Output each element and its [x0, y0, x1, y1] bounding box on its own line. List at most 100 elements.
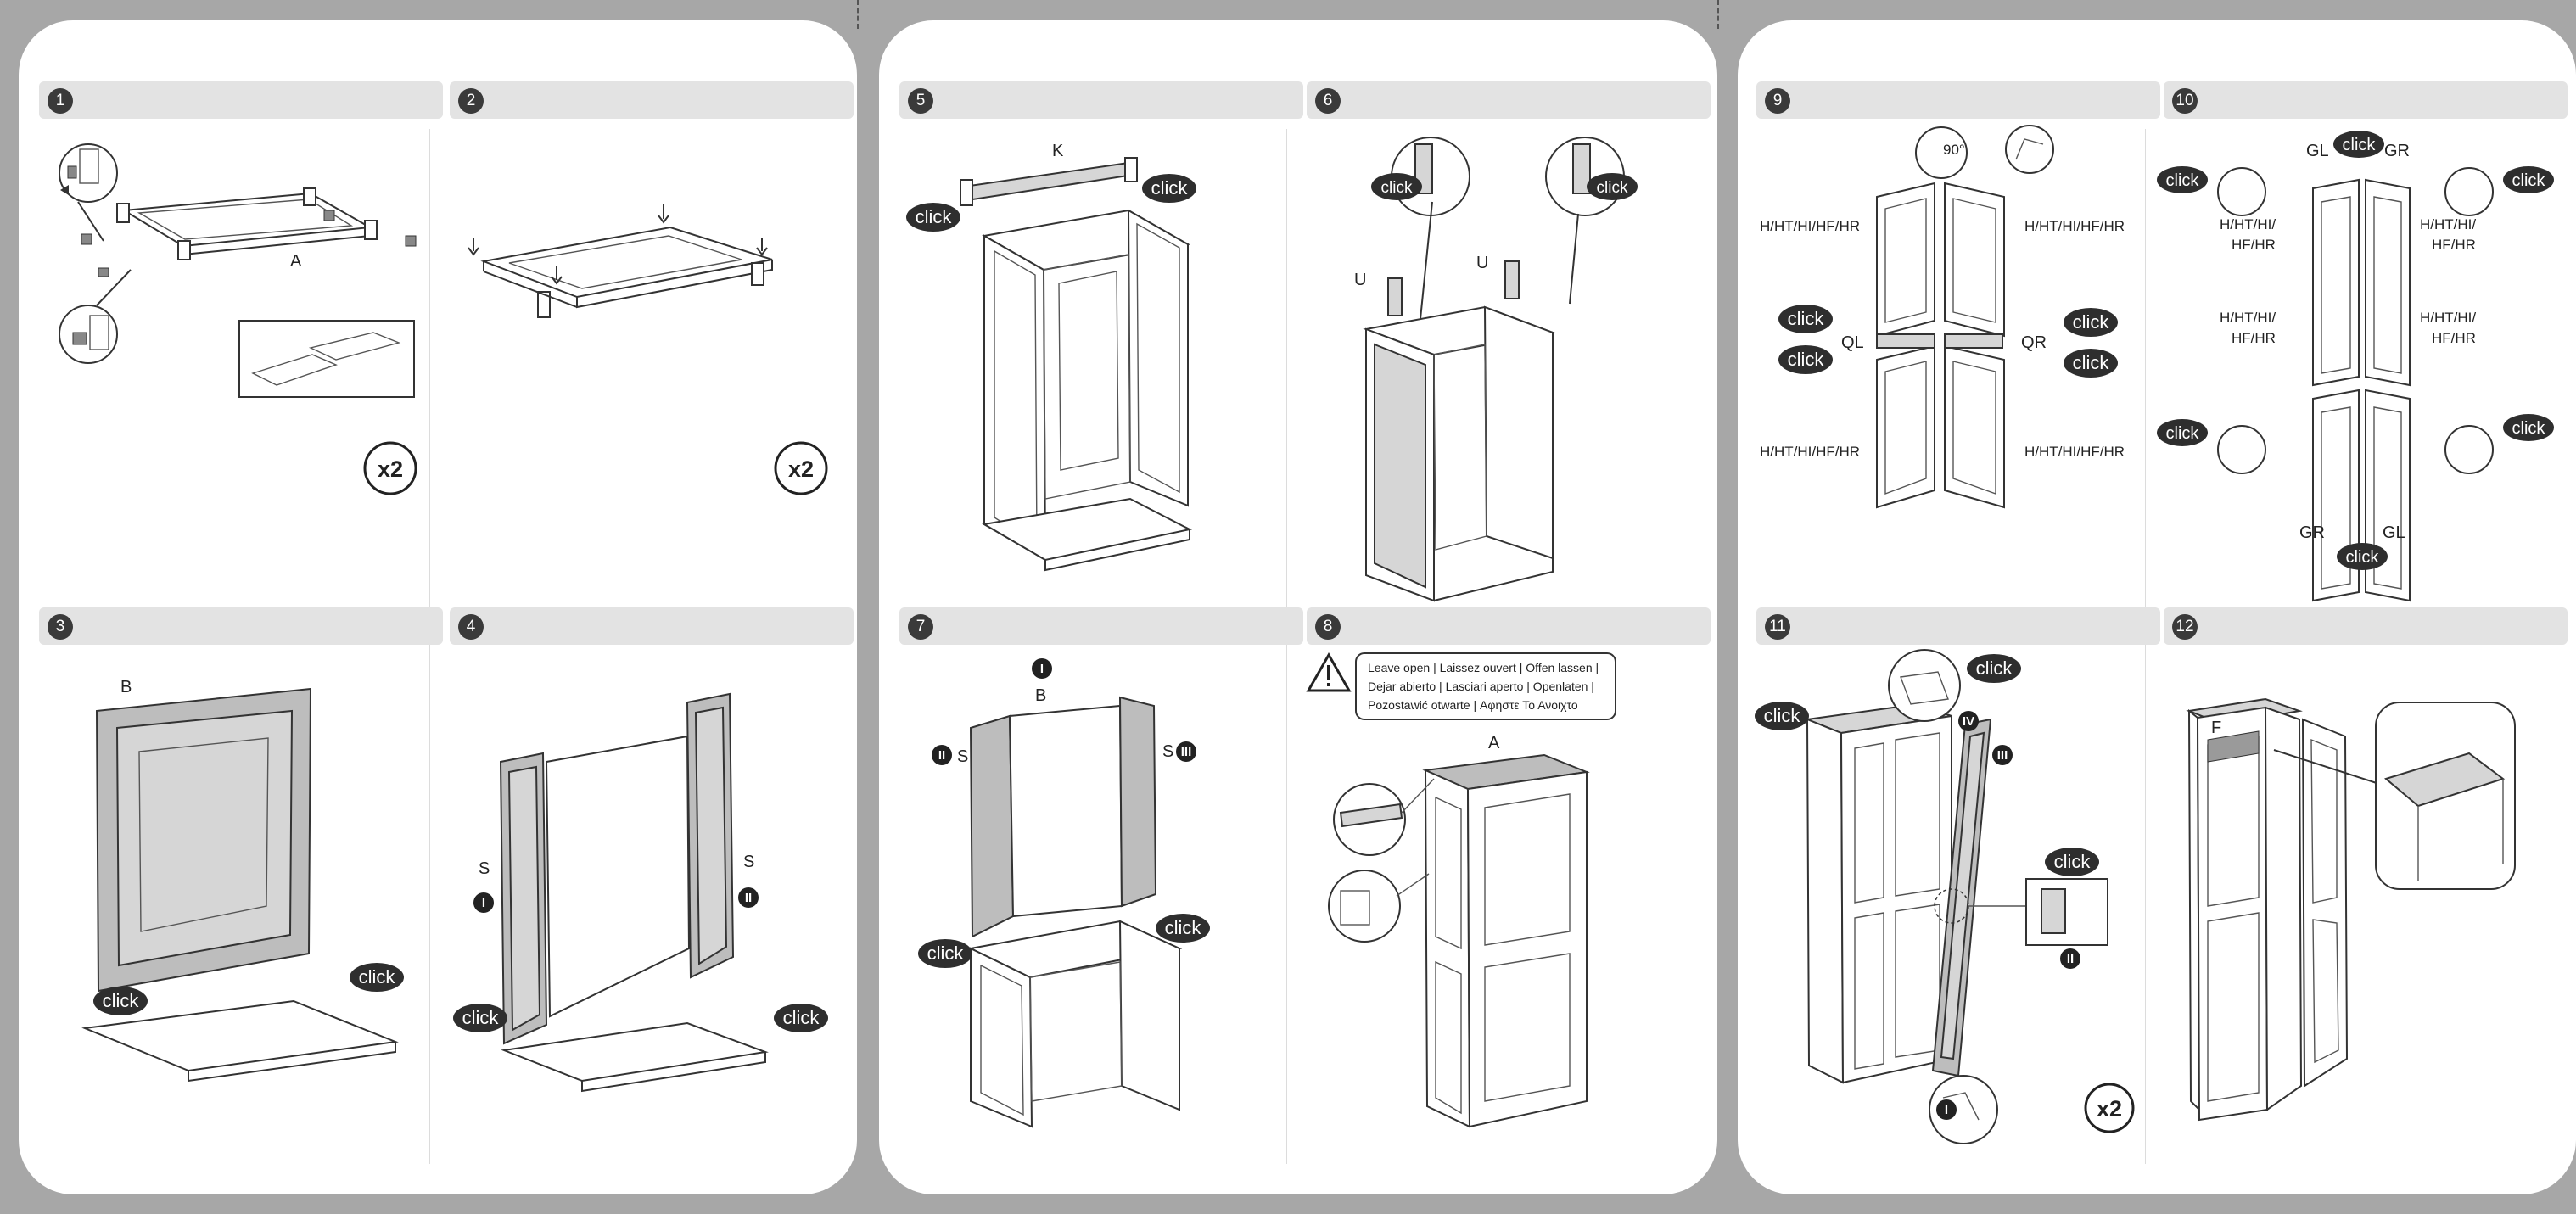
svg-text:II: II	[745, 891, 752, 905]
roman-badge: II	[2060, 948, 2080, 969]
zoom-detail-box	[2025, 878, 2108, 946]
step-number: 2	[458, 88, 484, 114]
click-badge: click	[2064, 349, 2118, 378]
part-label: S	[1162, 742, 1173, 761]
svg-text:click: click	[2343, 136, 2377, 154]
step-3-illustration: B click click	[81, 678, 404, 1083]
step-11-illustration: IV III II I click click click x2	[1755, 649, 2135, 1144]
svg-text:click: click	[2166, 171, 2200, 190]
roman-badge: II	[738, 887, 759, 908]
back-panel	[545, 735, 691, 1018]
svg-text:II: II	[938, 748, 945, 763]
roman-badge: I	[1936, 1099, 1957, 1120]
click-badge: click	[2503, 414, 2554, 441]
step-3: 3 B click click	[39, 607, 443, 1137]
svg-text:click: click	[1151, 177, 1189, 199]
svg-text:click: click	[2073, 311, 2110, 333]
click-badge: click	[2503, 166, 2554, 193]
cabinet-body-drawing	[982, 209, 1192, 572]
part-label: B	[120, 678, 132, 697]
top-rail-drawing	[960, 157, 1138, 206]
svg-text:III: III	[1997, 748, 2008, 763]
step-header: 11	[1756, 607, 2160, 645]
roman-badge: IV	[1958, 711, 1979, 731]
step-2: 2 x2	[450, 81, 854, 611]
zoom-circle-bottom	[1328, 870, 1430, 943]
click-badge: click	[350, 963, 404, 992]
click-badge: click	[2157, 166, 2208, 193]
step-number: 11	[1765, 614, 1790, 640]
shelf-piece	[2207, 730, 2260, 763]
step-header: 1	[39, 81, 443, 119]
step-12-illustration: F	[2186, 697, 2516, 1122]
step-number: 4	[458, 614, 484, 640]
svg-text:click: click	[783, 1007, 820, 1028]
part-label: H/HT/HI/	[2220, 216, 2276, 232]
roman-badge: II	[932, 745, 952, 765]
svg-text:click: click	[1381, 179, 1413, 197]
roman-badge: I	[473, 892, 494, 913]
step-header: 12	[2164, 607, 2568, 645]
step-number: 12	[2172, 614, 2198, 640]
zoom-circle	[2217, 167, 2266, 216]
step-number: 7	[908, 614, 933, 640]
svg-text:click: click	[2512, 419, 2546, 438]
svg-text:click: click	[2166, 424, 2200, 443]
part-label: S	[957, 747, 968, 766]
side-panel-right	[686, 692, 735, 979]
hinge-bar-left	[1876, 333, 1935, 349]
svg-text:click: click	[103, 990, 140, 1011]
step-1-illustration: A x2	[59, 143, 417, 495]
step-number: 9	[1765, 88, 1790, 114]
leader-line	[2273, 749, 2380, 785]
part-label: H/HT/HI/HF/HR	[2024, 218, 2125, 234]
step-number: 6	[1315, 88, 1341, 114]
step-header: 2	[450, 81, 854, 119]
part-label: U	[1354, 271, 1366, 289]
click-badge: click	[2337, 543, 2388, 570]
click-badge: click	[1371, 173, 1422, 200]
step-number: 10	[2172, 88, 2198, 114]
svg-text:III: III	[1181, 745, 1192, 759]
column-divider	[429, 129, 430, 1164]
zoom-circle-bottom	[59, 267, 132, 364]
click-badge: click	[774, 1004, 828, 1032]
click-badge: click	[1967, 654, 2021, 683]
click-badge: click	[2045, 848, 2099, 876]
base-frame-drawing	[81, 999, 399, 1083]
connector-piece	[405, 235, 417, 247]
zoom-circle-left	[1391, 137, 1470, 320]
multiplier-badge: x2	[2084, 1083, 2135, 1133]
base-frame-drawing	[116, 187, 378, 260]
step-header: 4	[450, 607, 854, 645]
svg-text:click: click	[1764, 705, 1801, 726]
click-badge: click	[2157, 419, 2208, 446]
click-badge: click	[1778, 305, 1833, 333]
step-header: 5	[899, 81, 1303, 119]
click-badge: click	[93, 987, 148, 1015]
part-label: HF/HR	[2232, 330, 2276, 346]
step-10-illustration: GL GR H/HT/HI/ HF/HR H/HT/HI/ HF/HR H/HT…	[2157, 131, 2554, 602]
svg-text:click: click	[1597, 179, 1628, 197]
svg-text:90°: 90°	[1943, 142, 1965, 158]
multiplier-badge: x2	[363, 441, 417, 495]
base-frame-drawing	[480, 226, 773, 318]
part-label: GL	[2383, 523, 2405, 542]
zoom-circle-top	[59, 143, 118, 242]
click-badge: click	[1755, 702, 1809, 730]
svg-text:x2: x2	[788, 456, 814, 482]
step-9: 9 90° H/HT/H	[1756, 81, 2160, 611]
svg-text:I: I	[1040, 662, 1044, 676]
svg-text:click: click	[2073, 352, 2110, 373]
part-label: GR	[2384, 142, 2410, 160]
part-label: QR	[2021, 333, 2047, 352]
part-label: HF/HR	[2432, 237, 2476, 253]
step-header: 9	[1756, 81, 2160, 119]
door-panel-left	[1876, 182, 1935, 509]
step-header: 3	[39, 607, 443, 645]
svg-text:click: click	[462, 1007, 500, 1028]
step-9-illustration: 90° H/HT/HI/HF/HR H/HT/HI/HF/HR QL QR H/…	[1760, 125, 2125, 509]
part-label: A	[1488, 734, 1500, 752]
arrow-icon	[468, 238, 479, 256]
roman-badge: III	[1992, 745, 2013, 765]
